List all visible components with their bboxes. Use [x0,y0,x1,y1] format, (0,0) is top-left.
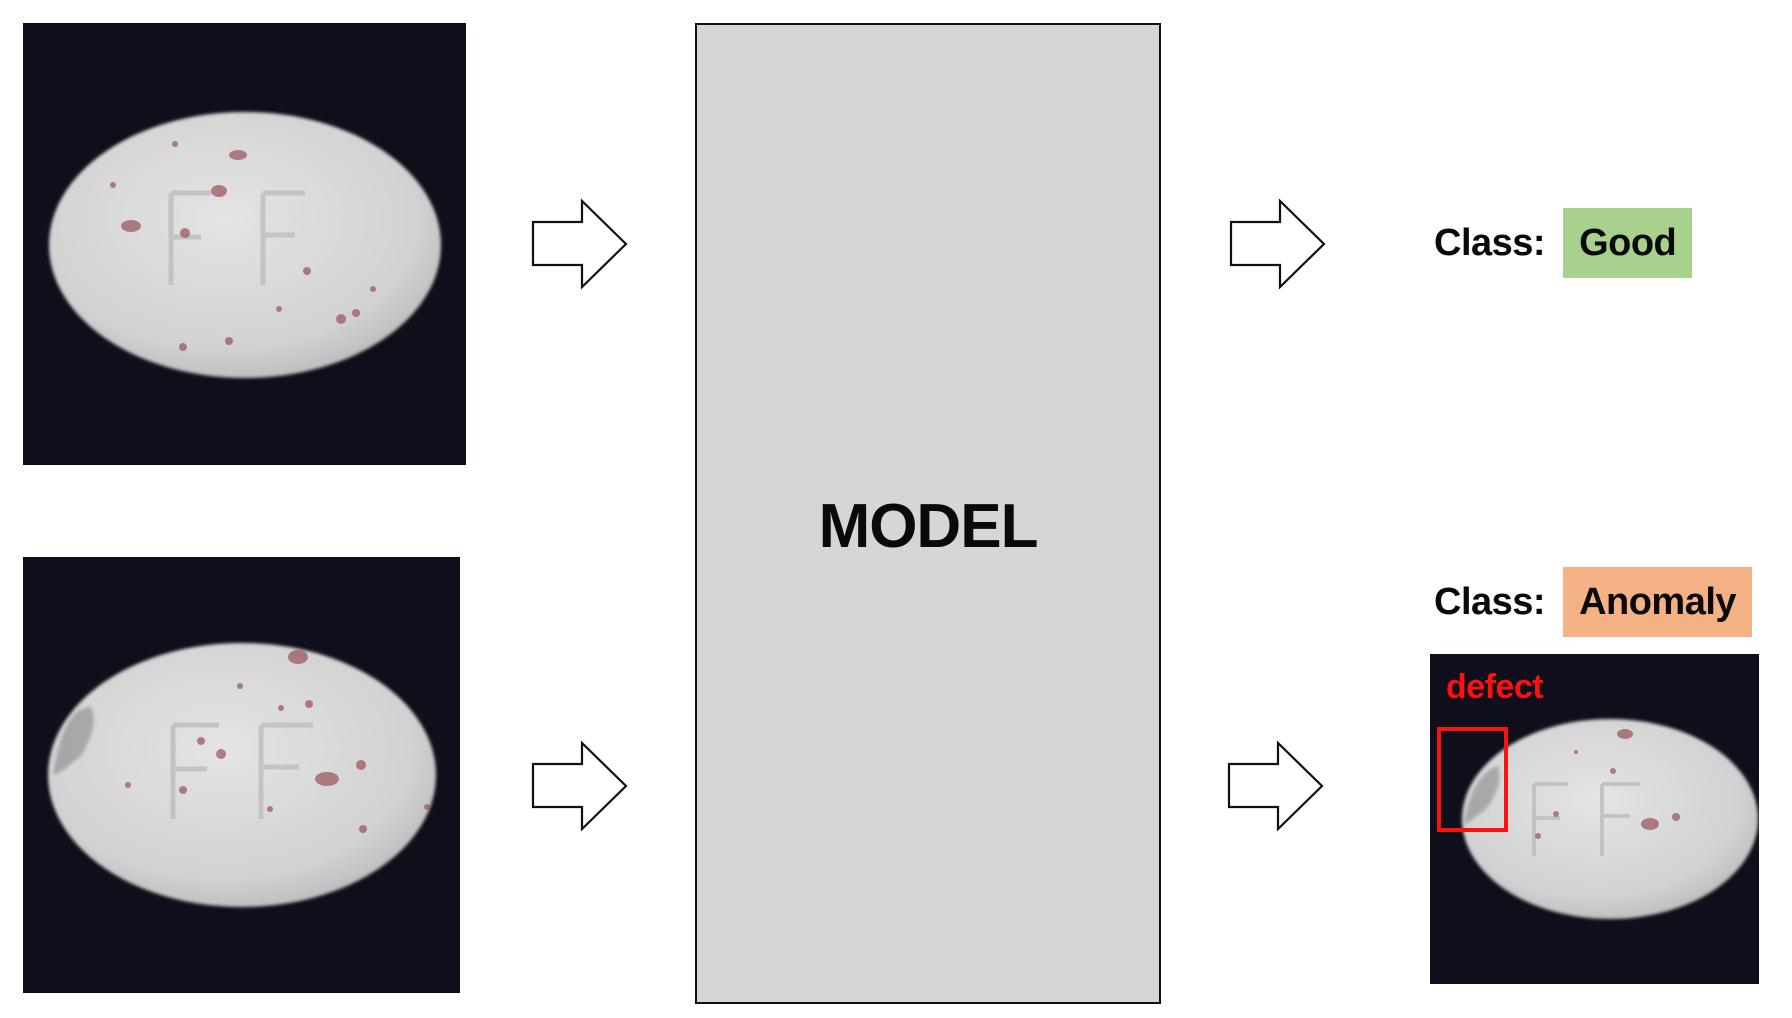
model-label: MODEL [818,492,1039,561]
arrow-right-icon [1228,198,1328,290]
class-label: Class: [1434,221,1546,264]
class-label: Class: [1434,580,1546,623]
pill-illustration [1430,654,1759,984]
output-image-defect-localized [1430,654,1759,984]
arrow-right-icon [1226,740,1326,832]
input-image-good-pill [23,23,466,465]
defect-annotation-label: defect [1446,668,1544,706]
class-badge-anomaly: Anomaly [1563,567,1753,637]
pill-illustration [23,23,466,465]
pill-illustration [23,557,460,993]
model-box: MODEL [695,23,1161,1004]
defect-bounding-box [1437,727,1508,832]
class-badge-good: Good [1563,208,1693,278]
arrow-right-icon [530,198,630,290]
output-anomaly: Class: Anomaly [1434,567,1753,637]
arrow-right-icon [530,740,630,832]
output-good: Class: Good [1434,208,1693,278]
input-image-anomaly-pill [23,557,460,993]
